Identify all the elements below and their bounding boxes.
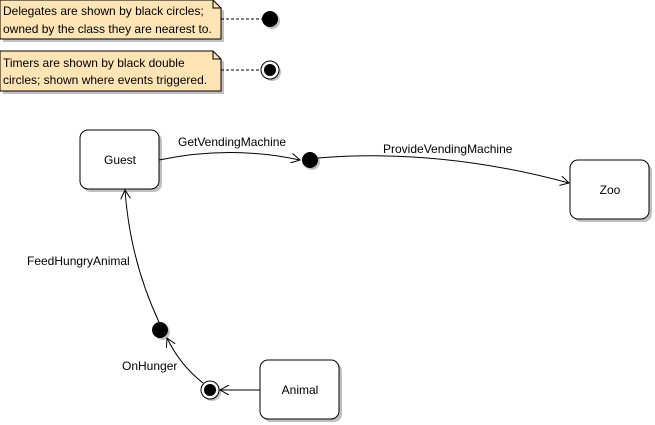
edge-feed-hungry-animal-label: FeedHungryAnimal	[27, 254, 130, 268]
edge-feed-hungry-animal[interactable]	[125, 190, 160, 323]
class-animal[interactable]: Animal	[259, 359, 342, 422]
class-guest[interactable]: Guest	[79, 129, 162, 192]
edge-on-hunger-label: OnHunger	[122, 359, 177, 373]
delegate-legend-icon	[262, 11, 278, 27]
delegate-get-vending-machine-icon[interactable]	[302, 152, 318, 168]
edge-get-vending-machine[interactable]	[158, 152, 300, 161]
edge-get-vending-machine-label: GetVendingMachine	[178, 135, 286, 149]
class-zoo[interactable]: Zoo	[569, 159, 652, 222]
edge-provide-vending-machine[interactable]	[317, 155, 569, 183]
delegate-feed-hungry-animal-icon[interactable]	[152, 322, 168, 338]
class-guest-label: Guest	[104, 153, 137, 167]
note-timers-line2: circles; shown where events triggered.	[3, 73, 207, 87]
note-timers-line1: Timers are shown by black double	[3, 56, 185, 70]
edge-provide-vending-machine-label: ProvideVendingMachine	[383, 142, 513, 156]
edge-on-hunger[interactable]	[167, 338, 204, 384]
note-timers[interactable]: Timers are shown by black double circles…	[0, 50, 224, 94]
note-delegates-line2: owned by the class they are nearest to.	[3, 22, 212, 36]
class-zoo-label: Zoo	[600, 183, 621, 197]
class-animal-label: Animal	[282, 383, 319, 397]
note-delegates-line1: Delegates are shown by black circles;	[3, 4, 204, 18]
note-delegates[interactable]: Delegates are shown by black circles; ow…	[0, 0, 224, 42]
